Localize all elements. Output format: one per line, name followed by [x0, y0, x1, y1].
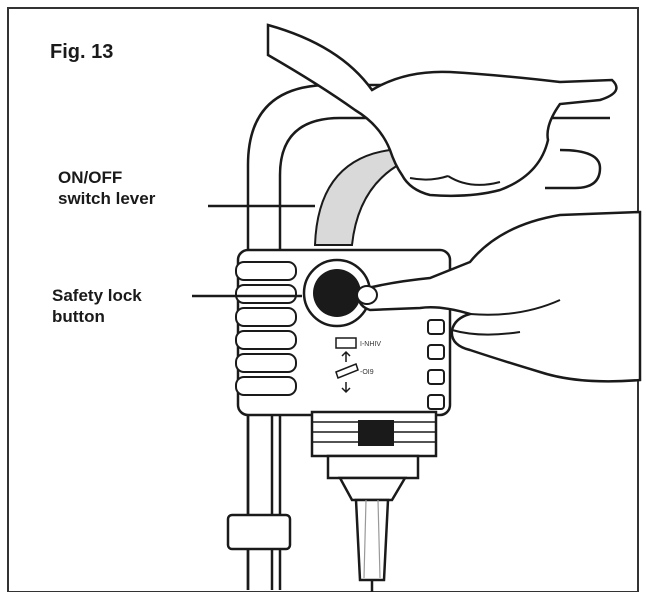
figure-title: Fig. 13	[50, 41, 114, 63]
lower-hand	[357, 210, 642, 383]
lower-hand-fingers	[451, 299, 561, 336]
switch-lever-callout-line2: switch lever	[58, 189, 156, 209]
fingertip	[356, 285, 378, 305]
on-marker-box	[335, 337, 357, 349]
up-arrow-icon	[341, 350, 351, 362]
upper-hand-knuckles	[409, 175, 501, 186]
switch-lever-callout: ON/OFF switch lever	[58, 167, 155, 210]
safety-lock-callout-line1: Safety lock	[52, 286, 142, 305]
housing-ribs	[235, 261, 297, 396]
off-marker-lever	[335, 363, 359, 379]
down-arrow-icon	[341, 382, 351, 394]
safety-lock-callout: Safety lock button	[52, 285, 142, 328]
upper-hand	[266, 23, 618, 198]
panel-on-text: I-NHIV	[360, 341, 381, 348]
chuck-top	[337, 476, 408, 502]
panel-off-text: -OI9	[360, 369, 374, 376]
chuck-highlight	[363, 499, 381, 579]
chuck-body	[354, 498, 390, 582]
collar-label-block	[358, 420, 394, 446]
collar-lower	[326, 454, 420, 480]
stand-clamp	[226, 513, 292, 551]
housing-notches	[427, 319, 445, 410]
switch-lever-callout-line1: ON/OFF	[58, 168, 123, 187]
handle-grip-end	[545, 148, 602, 190]
safety-lock-button	[313, 269, 361, 317]
safety-lock-callout-line2: button	[52, 307, 105, 327]
handle-tube-inner	[278, 116, 610, 590]
